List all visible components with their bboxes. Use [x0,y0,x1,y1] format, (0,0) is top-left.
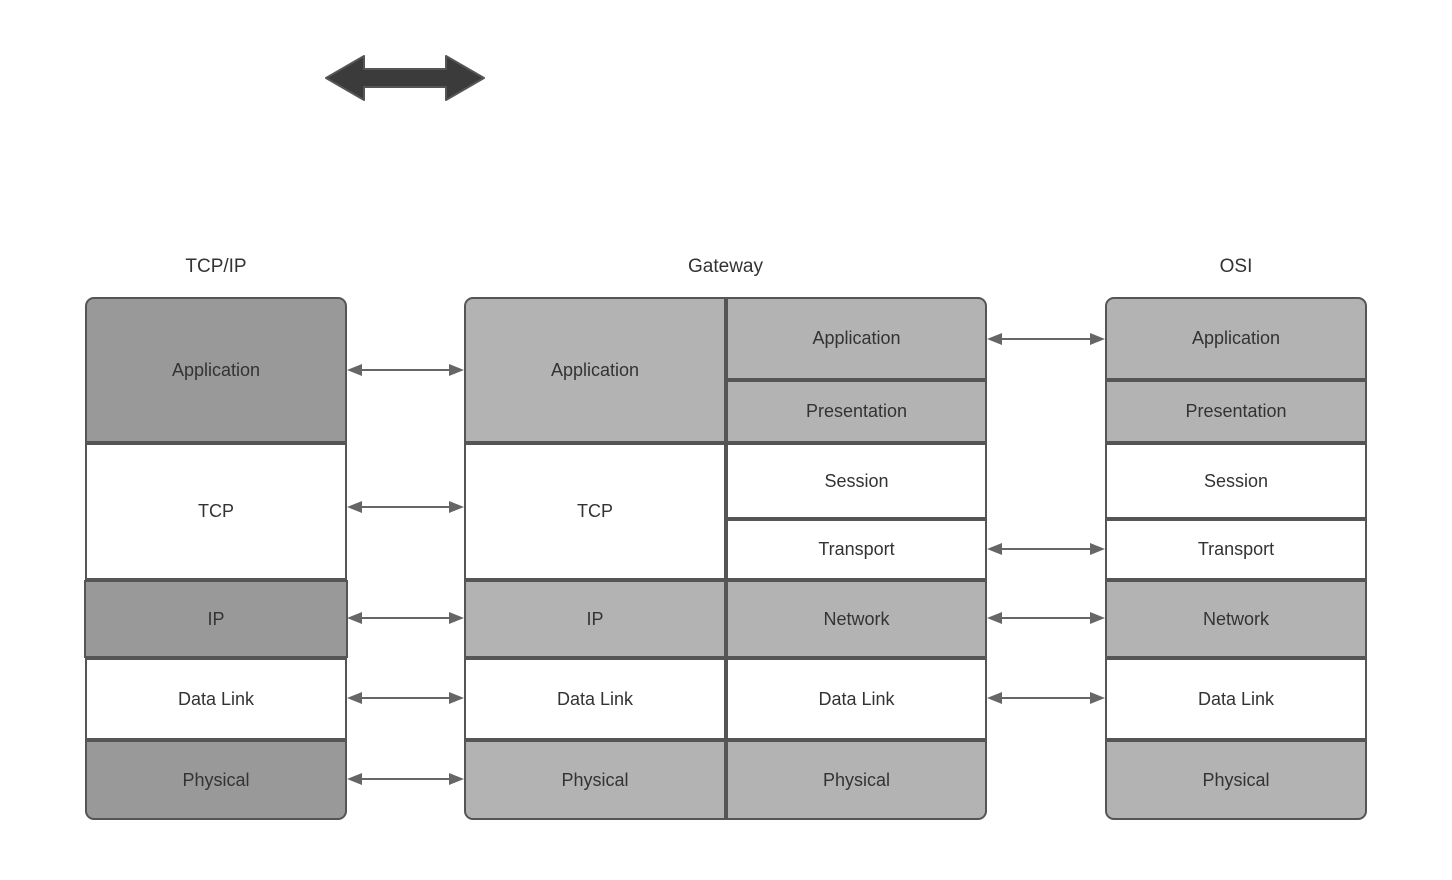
layer-gateway-right-transport[interactable]: Transport [726,519,987,580]
layer-gateway-right-network[interactable]: Network [726,580,987,658]
connector-gateway-osi-network [987,608,1105,628]
layer-tcpip-data-link[interactable]: Data Link [85,658,347,740]
layer-tcpip-ip[interactable]: IP [84,580,348,658]
layer-gateway-right-data-link[interactable]: Data Link [726,658,987,740]
connector-gateway-osi-transport [987,539,1105,559]
layer-osi-transport[interactable]: Transport [1105,519,1367,580]
connector-tcpip-gateway-tcp [347,497,464,517]
layer-tcpip-application[interactable]: Application [85,297,347,443]
layer-gateway-right-physical[interactable]: Physical [726,740,987,820]
layer-gateway-left-tcp[interactable]: TCP [464,443,726,580]
layer-osi-application[interactable]: Application [1105,297,1367,380]
layer-osi-network[interactable]: Network [1105,580,1367,658]
layer-tcpip-tcp[interactable]: TCP [85,443,347,580]
connector-tcpip-gateway-application [347,360,464,380]
bidirectional-block-arrow [322,50,488,106]
layer-gateway-left-ip[interactable]: IP [464,580,726,658]
layer-gateway-right-application[interactable]: Application [726,297,987,380]
layer-gateway-right-session[interactable]: Session [726,443,987,519]
column-header-tcpip: TCP/IP [185,256,247,277]
layer-osi-physical[interactable]: Physical [1105,740,1367,820]
connector-tcpip-gateway-data-link [347,688,464,708]
column-header-osi: OSI [1219,256,1253,277]
layer-gateway-left-physical[interactable]: Physical [464,740,726,820]
column-header-gateway: Gateway [688,256,763,277]
layer-gateway-right-presentation[interactable]: Presentation [726,380,987,443]
connector-gateway-osi-data-link [987,688,1105,708]
connector-tcpip-gateway-physical [347,769,464,789]
layer-gateway-left-data-link[interactable]: Data Link [464,658,726,740]
layer-osi-session[interactable]: Session [1105,443,1367,519]
connector-tcpip-gateway-ip [347,608,464,628]
connector-gateway-osi-application [987,329,1105,349]
layer-osi-data-link[interactable]: Data Link [1105,658,1367,740]
layer-gateway-left-application[interactable]: Application [464,297,726,443]
layer-osi-presentation[interactable]: Presentation [1105,380,1367,443]
layer-tcpip-physical[interactable]: Physical [85,740,347,820]
